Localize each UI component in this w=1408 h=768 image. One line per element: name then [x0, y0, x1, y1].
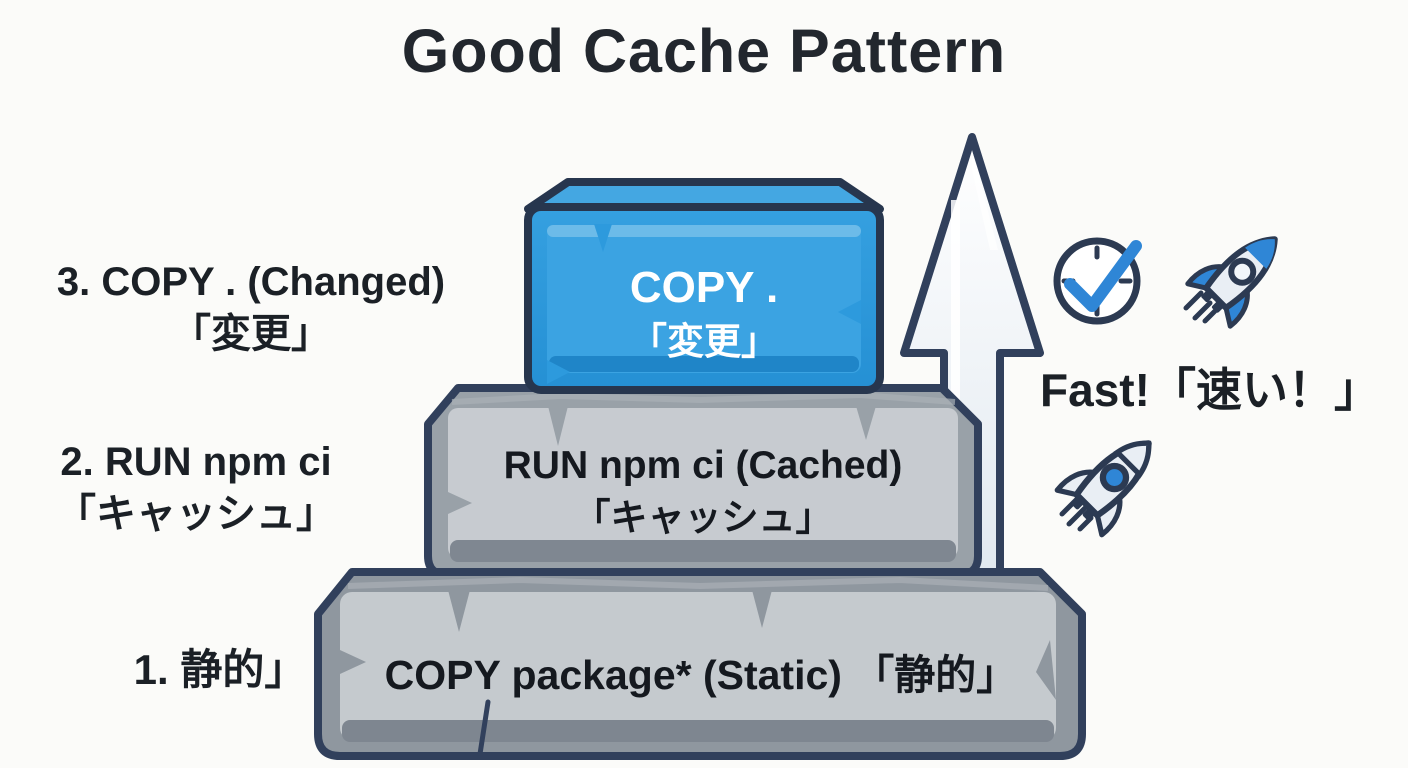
step-label-3-command: 3. COPY . (Changed) — [56, 260, 446, 304]
fast-label: Fast!「速い！」 — [1040, 364, 1380, 416]
bottom-cache-block — [314, 568, 1086, 760]
middle-block-label: RUN npm ci (Cached) 「キャッシュ」 — [428, 440, 978, 543]
top-block-japanese: 「変更」 — [630, 321, 778, 363]
top-block-label: COPY . 「変更」 — [528, 258, 880, 367]
top-block-command: COPY . — [629, 263, 779, 312]
middle-block-japanese: 「キャッシュ」 — [573, 496, 833, 538]
step-label-2: 2. RUN npm ci 「キャッシュ」 — [8, 436, 384, 540]
step-label-2-japanese: 「キャッシュ」 — [56, 492, 336, 536]
middle-cache-block — [424, 384, 982, 579]
middle-block-command: RUN npm ci (Cached) — [503, 444, 903, 487]
speed-lines — [1059, 495, 1094, 532]
step-label-1: 1. 静的」 — [133, 646, 307, 693]
top-cache-block — [524, 178, 884, 394]
rocket-icon — [1054, 440, 1152, 538]
step-label-3-japanese: 「変更」 — [171, 312, 331, 356]
step-label-3: 3. COPY . (Changed) 「変更」 — [8, 256, 494, 360]
bottom-block-label: COPY package* (Static) 「静的」 — [384, 652, 1018, 698]
step-label-2-command: 2. RUN npm ci — [60, 440, 332, 484]
speed-lines — [1183, 290, 1218, 324]
page-title: Good Cache Pattern — [401, 17, 1007, 85]
clock-check-icon — [1053, 237, 1142, 325]
